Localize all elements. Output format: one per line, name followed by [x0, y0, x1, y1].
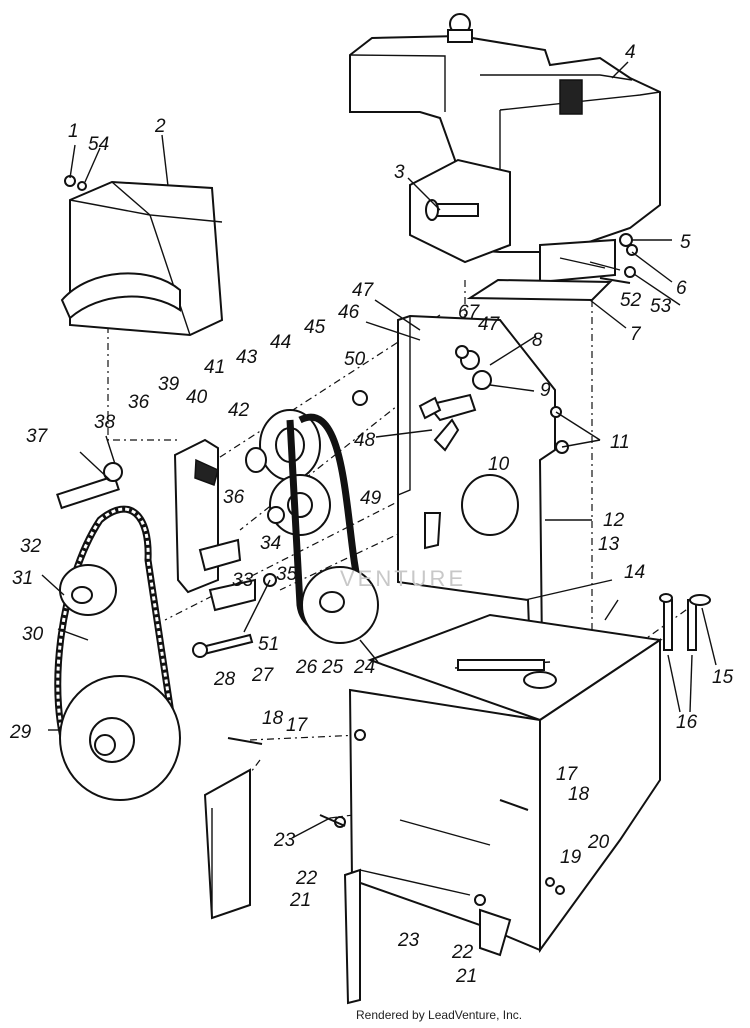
callout-35: 35 [276, 564, 298, 585]
callout-22-a: 22 [295, 868, 318, 889]
belt-cover [60, 175, 224, 337]
callout-52: 52 [620, 290, 642, 311]
callout-36-a: 36 [128, 392, 150, 413]
left-belt-pulleys [54, 505, 181, 801]
callout-37: 37 [26, 426, 49, 447]
callout-13: 13 [598, 534, 620, 555]
callout-8: 8 [532, 330, 543, 351]
callout-50: 50 [344, 349, 366, 370]
callout-23-a: 23 [273, 830, 296, 851]
callout-23-b: 23 [397, 930, 420, 951]
callout-31: 31 [12, 568, 33, 589]
callout-5: 5 [680, 232, 691, 253]
callout-67: 67 [458, 302, 481, 323]
callout-12: 12 [603, 510, 625, 531]
callout-29: 29 [9, 722, 32, 743]
callout-44: 44 [270, 332, 291, 353]
small-bolts [192, 277, 631, 827]
callout-24: 24 [353, 657, 375, 678]
side-plates [203, 768, 512, 1005]
callout-45: 45 [304, 317, 326, 338]
pulley-assembly [56, 390, 368, 612]
engine [349, 13, 661, 302]
callout-10: 10 [488, 454, 510, 475]
callout-11: 11 [610, 432, 630, 453]
leader-16 [667, 607, 717, 713]
drive-belt-upper [286, 413, 379, 644]
callout-48: 48 [354, 430, 376, 451]
callout-3: 3 [394, 162, 405, 183]
credit-text: Rendered by LeadVenture, Inc. [356, 1008, 523, 1022]
callout-41: 41 [204, 357, 225, 378]
callout-51: 51 [258, 634, 279, 655]
frame-plate [397, 314, 569, 657]
callout-39: 39 [158, 374, 180, 395]
callout-34: 34 [260, 533, 281, 554]
watermark: VENTURE [340, 566, 467, 591]
auger-housing [334, 613, 663, 954]
callout-labels: 1 54 2 3 4 5 6 52 53 7 47 46 67 47 8 50 … [9, 42, 734, 987]
callout-47-a: 47 [352, 280, 375, 301]
leader-lines [41, 61, 681, 839]
callout-47-b: 47 [478, 314, 501, 335]
callout-16: 16 [676, 712, 698, 733]
callout-4: 4 [625, 42, 636, 63]
callout-27: 27 [251, 665, 275, 686]
callout-19: 19 [560, 847, 582, 868]
callout-25: 25 [321, 657, 344, 678]
callout-33: 33 [232, 570, 254, 591]
callout-32: 32 [20, 536, 42, 557]
callout-21-a: 21 [289, 890, 311, 911]
callout-30: 30 [22, 624, 44, 645]
callout-18-a: 18 [262, 708, 284, 729]
callout-49: 49 [360, 488, 382, 509]
callout-17-b: 17 [556, 764, 579, 785]
callout-14: 14 [624, 562, 645, 583]
callout-43: 43 [236, 347, 258, 368]
callout-28: 28 [213, 669, 236, 690]
callout-36-b: 36 [223, 487, 245, 508]
callout-15: 15 [712, 667, 734, 688]
callout-21-b: 21 [455, 966, 477, 987]
callout-38: 38 [94, 412, 116, 433]
callout-17-a: 17 [286, 715, 309, 736]
callout-42: 42 [228, 400, 250, 421]
callout-18-b: 18 [568, 784, 590, 805]
callout-20: 20 [587, 832, 610, 853]
callout-46: 46 [338, 302, 360, 323]
callout-1: 1 [68, 121, 79, 142]
callout-40: 40 [186, 387, 208, 408]
callout-9: 9 [540, 380, 551, 401]
callout-2: 2 [154, 116, 166, 137]
callout-6: 6 [676, 278, 687, 299]
callout-26: 26 [295, 657, 318, 678]
callout-54: 54 [88, 134, 109, 155]
fasteners-right [659, 593, 711, 651]
callout-22-b: 22 [451, 942, 474, 963]
callout-53: 53 [650, 296, 672, 317]
callout-7: 7 [630, 324, 642, 345]
